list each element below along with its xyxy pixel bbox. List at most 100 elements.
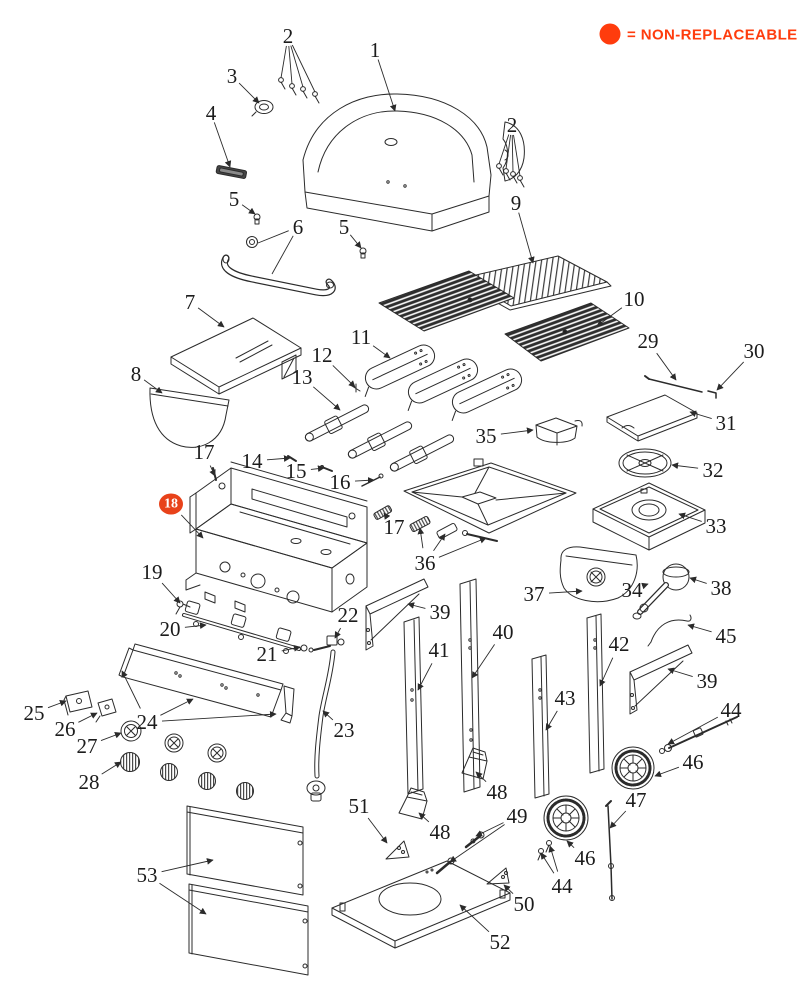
legend-label: = NON-REPLACEABLE	[627, 27, 798, 44]
svg-text:40: 40	[493, 620, 514, 644]
svg-text:5: 5	[229, 187, 240, 211]
svg-text:27: 27	[77, 734, 98, 758]
part-heat-shield	[559, 546, 638, 603]
part-axle-bolt	[659, 716, 738, 754]
callout-51: 51	[349, 794, 388, 844]
svg-text:16: 16	[330, 470, 351, 494]
part-handle-bezel	[215, 165, 248, 179]
svg-text:28: 28	[79, 770, 100, 794]
callout-30: 30	[716, 339, 765, 391]
callout-42: 42	[599, 632, 630, 687]
svg-text:7: 7	[185, 290, 196, 314]
part-hose-regulator	[306, 649, 336, 802]
callout-41: 41	[417, 638, 450, 691]
callout-44: 44	[540, 845, 573, 898]
callout-11: 11	[351, 325, 391, 359]
part-axle-screws	[537, 840, 552, 861]
callout-46: 46	[566, 840, 596, 870]
part-door-panels	[186, 805, 309, 976]
callout-6: 6	[257, 215, 304, 275]
svg-text:44: 44	[721, 698, 743, 722]
callout-45: 45	[687, 623, 737, 648]
svg-text:41: 41	[429, 638, 450, 662]
svg-text:35: 35	[476, 424, 497, 448]
callout-16: 16	[330, 470, 375, 494]
callout-48: 48	[418, 812, 451, 844]
part-screw	[253, 213, 367, 259]
part-handle-tube	[221, 236, 336, 297]
svg-text:22: 22	[338, 603, 359, 627]
part-hose-fittings	[300, 635, 345, 653]
svg-text:39: 39	[430, 600, 451, 624]
part-legs	[403, 578, 605, 799]
part-igniter-button	[251, 100, 274, 117]
legend: = NON-REPLACEABLE	[599, 23, 798, 45]
callout-32: 32	[671, 458, 724, 482]
part-knob-bezels	[120, 720, 227, 763]
part-cooking-grates	[378, 270, 630, 362]
part-shelf-brackets	[365, 578, 693, 715]
part-lid	[302, 93, 525, 232]
svg-text:20: 20	[160, 617, 181, 641]
svg-text:2: 2	[507, 113, 518, 137]
callout-40: 40	[471, 620, 514, 679]
svg-text:51: 51	[349, 794, 370, 818]
svg-text:52: 52	[490, 930, 511, 954]
svg-text:42: 42	[609, 632, 630, 656]
callout-26: 26	[55, 712, 98, 741]
callout-52: 52	[459, 904, 511, 954]
svg-text:4: 4	[206, 101, 217, 125]
svg-text:10: 10	[624, 287, 645, 311]
part-side-burner-head	[632, 563, 690, 620]
parts-artwork	[63, 77, 738, 976]
callout-25: 25	[24, 699, 67, 725]
svg-text:21: 21	[257, 642, 278, 666]
callout-44: 44	[667, 698, 743, 745]
svg-text:2: 2	[283, 24, 294, 48]
svg-text:30: 30	[744, 339, 765, 363]
part-side-burner-box	[592, 482, 706, 551]
part-grease-cup	[535, 417, 583, 446]
part-drip-pan	[403, 458, 577, 534]
svg-text:17: 17	[194, 440, 215, 464]
svg-text:48: 48	[430, 820, 451, 844]
svg-text:17: 17	[384, 515, 405, 539]
callout-27: 27	[77, 732, 122, 758]
part-side-burner-grate	[618, 448, 672, 478]
part-screw-set-right	[496, 163, 525, 188]
svg-text:46: 46	[683, 750, 704, 774]
svg-text:11: 11	[351, 325, 371, 349]
callout-43: 43	[545, 686, 576, 731]
part-bottom-shelf	[331, 860, 511, 949]
svg-text:50: 50	[514, 892, 535, 916]
svg-text:46: 46	[575, 846, 596, 870]
svg-text:38: 38	[711, 576, 732, 600]
callout-19: 19	[142, 560, 181, 604]
svg-text:25: 25	[24, 701, 45, 725]
svg-text:13: 13	[292, 365, 313, 389]
callout-28: 28	[79, 761, 122, 794]
callout-31: 31	[689, 410, 737, 435]
svg-text:24: 24	[137, 710, 159, 734]
svg-text:5: 5	[339, 215, 350, 239]
callout-2: 2	[498, 113, 521, 177]
callout-8: 8	[131, 362, 163, 394]
svg-text:12: 12	[312, 343, 333, 367]
callout-5: 5	[229, 187, 256, 215]
svg-text:47: 47	[626, 788, 647, 812]
svg-text:45: 45	[716, 624, 737, 648]
svg-text:37: 37	[524, 582, 545, 606]
callout-5: 5	[339, 215, 362, 249]
svg-text:14: 14	[242, 449, 264, 473]
svg-text:6: 6	[293, 215, 304, 239]
callout-53: 53	[137, 858, 214, 915]
svg-text:9: 9	[511, 191, 522, 215]
svg-text:34: 34	[622, 578, 644, 602]
part-front-panel	[149, 387, 230, 448]
part-crossbar	[644, 375, 717, 399]
svg-text:8: 8	[131, 362, 142, 386]
callout-24: 24	[121, 670, 277, 734]
